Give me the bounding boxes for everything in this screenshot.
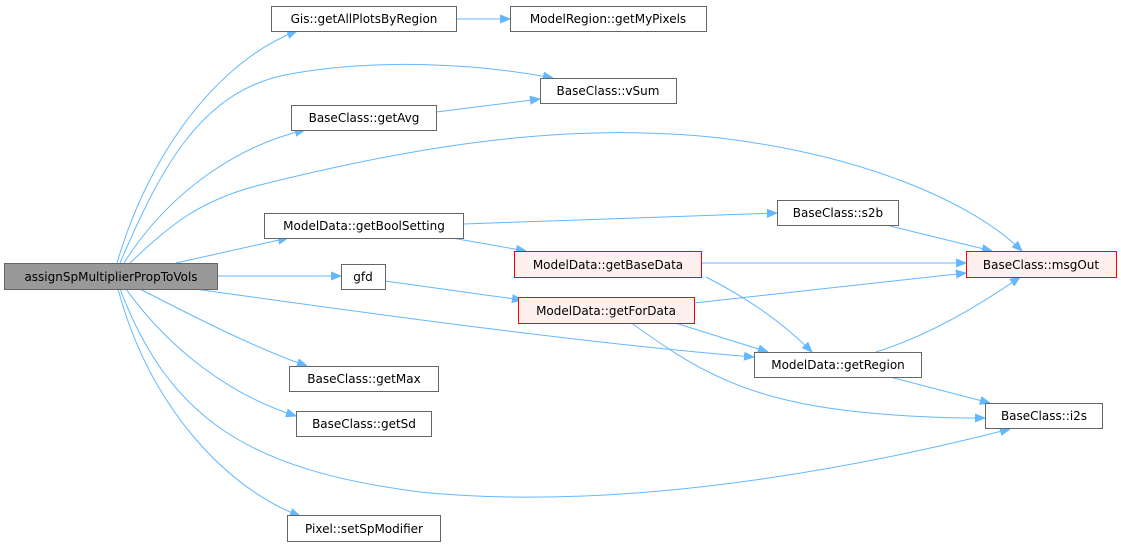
node-label: BaseClass::i2s [1001, 409, 1087, 423]
edge-getAvg-vSum [435, 99, 540, 113]
node-label: Gis::getAllPlotsByRegion [291, 12, 438, 26]
edge-s2b-msgOut [889, 225, 992, 251]
node-getMax[interactable]: BaseClass::getMax [289, 366, 439, 392]
edge-getBaseData-getRegion [705, 276, 812, 352]
edge-getForData-i2s [629, 321, 985, 418]
node-i2s[interactable]: BaseClass::i2s [985, 403, 1103, 429]
edge-root-getSd [125, 288, 296, 416]
node-gfd[interactable]: gfd [341, 264, 386, 290]
node-label: BaseClass::vSum [557, 84, 660, 98]
node-label: ModelRegion::getMyPixels [530, 12, 686, 26]
edge-getForData-msgOut [693, 273, 966, 304]
node-getMyPixels[interactable]: ModelRegion::getMyPixels [510, 6, 707, 32]
node-getBoolSetting[interactable]: ModelData::getBoolSetting [264, 213, 464, 239]
node-label: BaseClass::getMax [307, 372, 420, 386]
node-label: ModelData::getBoolSetting [283, 219, 445, 233]
node-getBaseData[interactable]: ModelData::getBaseData [514, 251, 702, 278]
node-root[interactable]: assignSpMultiplierPropToVols [4, 263, 218, 290]
node-getAllPlotsByRegion[interactable]: Gis::getAllPlotsByRegion [271, 6, 457, 32]
node-label: Pixel::setSpModifier [305, 522, 423, 536]
node-msgOut[interactable]: BaseClass::msgOut [966, 251, 1117, 278]
edge-getRegion-msgOut [875, 277, 1020, 353]
node-getForData[interactable]: ModelData::getForData [518, 297, 695, 324]
edge-root-vSum [119, 63, 553, 264]
node-getSd[interactable]: BaseClass::getSd [296, 411, 432, 437]
node-vSum[interactable]: BaseClass::vSum [540, 78, 677, 104]
edge-root-getBoolSetting [175, 238, 288, 264]
edge-root-setSpModifier [117, 288, 300, 516]
node-label: BaseClass::getAvg [309, 111, 420, 125]
node-s2b[interactable]: BaseClass::s2b [777, 200, 899, 226]
edge-root-getMax [139, 288, 307, 366]
edge-root-getAllPlotsByRegion [116, 31, 297, 264]
edge-root-msgOut [129, 132, 1022, 264]
node-label: assignSpMultiplierPropToVols [24, 270, 197, 284]
edge-root-i2s [119, 288, 1010, 498]
edge-getBoolSetting-getBaseData [451, 237, 526, 251]
node-label: gfd [353, 270, 372, 284]
node-label: BaseClass::msgOut [983, 258, 1099, 272]
edge-gfd-getForData [384, 280, 522, 300]
node-getRegion[interactable]: ModelData::getRegion [754, 352, 922, 378]
node-label: ModelData::getBaseData [533, 258, 683, 272]
node-label: ModelData::getRegion [771, 358, 905, 372]
node-getAvg[interactable]: BaseClass::getAvg [291, 105, 437, 131]
node-setSpModifier[interactable]: Pixel::setSpModifier [287, 515, 441, 542]
edge-getRegion-i2s [889, 376, 990, 403]
node-label: BaseClass::getSd [312, 417, 416, 431]
edge-root-getAvg [123, 130, 305, 264]
edge-getBoolSetting-s2b [462, 213, 777, 225]
edge-root-getRegion [194, 288, 754, 357]
nodes: assignSpMultiplierPropToVols Gis::getAll… [4, 6, 1117, 542]
edge-getForData-getRegion [671, 321, 768, 352]
node-label: BaseClass::s2b [793, 206, 883, 220]
edges [116, 19, 1022, 516]
node-label: ModelData::getForData [536, 304, 676, 318]
